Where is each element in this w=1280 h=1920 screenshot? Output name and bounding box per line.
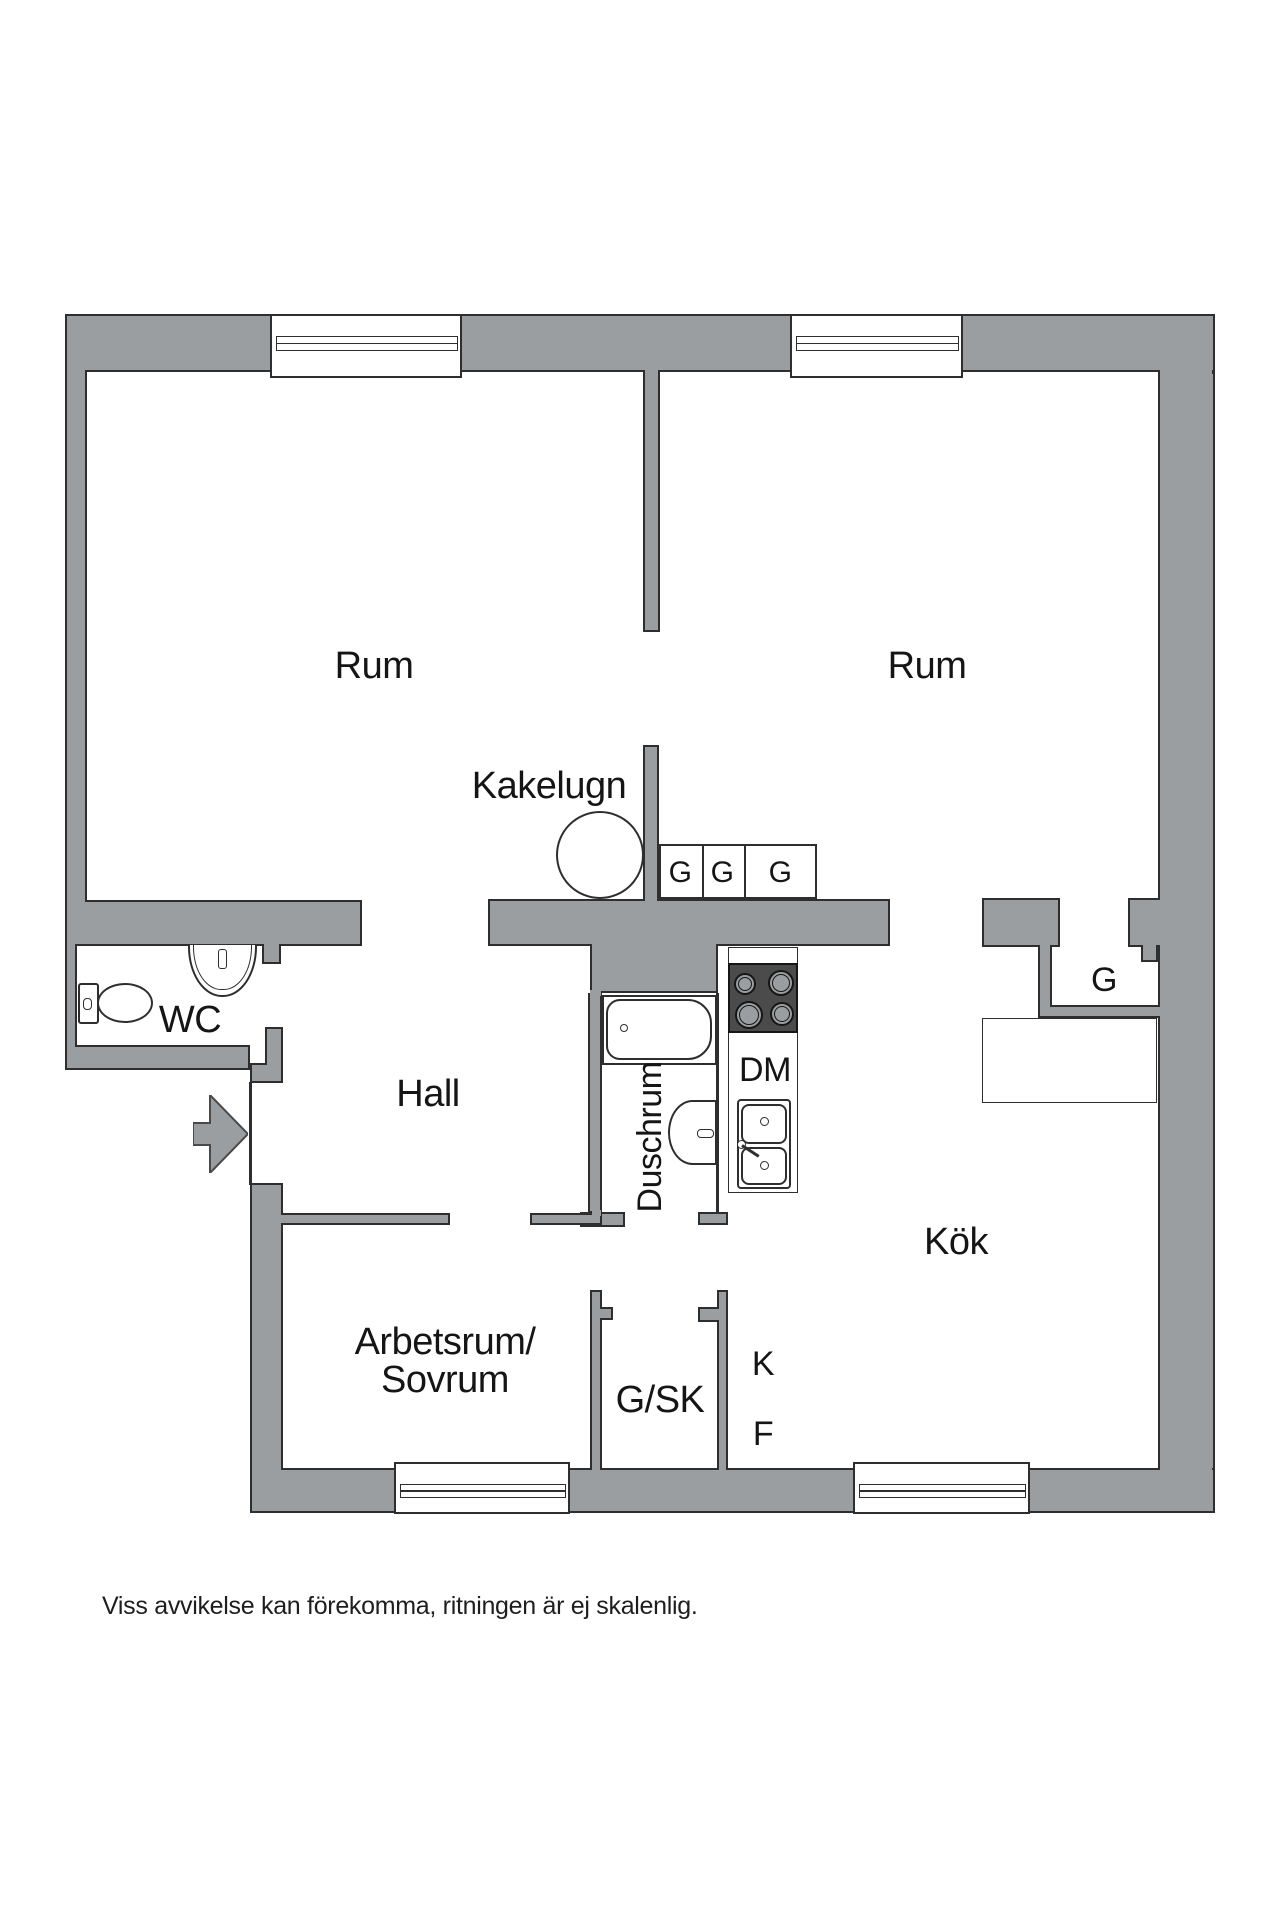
toilet-bowl: [97, 983, 153, 1023]
wall-hall-south-a: [283, 1213, 450, 1225]
entrance-arrow-icon: [193, 1095, 248, 1173]
wall-wc-bottom: [65, 1045, 250, 1070]
entry-door-line: [249, 1082, 252, 1185]
label-wardrobe-g1: G: [668, 856, 692, 889]
burner-icon: [768, 970, 794, 996]
label-wardrobe-g3: G: [768, 856, 792, 889]
label-kakelugn: Kakelugn: [471, 765, 627, 807]
wall-gcloset-south: [1052, 1005, 1158, 1018]
wc-tap-icon: [218, 949, 227, 969]
wall-duschrum-right-line: [716, 993, 719, 1213]
room-label-arbetsrum-line2: Sovrum: [381, 1359, 509, 1401]
room-label-arbetsrum-line1: Arbetsrum/: [354, 1321, 536, 1363]
label-wardrobe-g2: G: [710, 856, 734, 889]
kakelugn-stove-circle: [556, 811, 644, 899]
wall-top: [65, 314, 1215, 372]
toilet-button-icon: [83, 998, 92, 1010]
wall-wc-jamb-low: [250, 1063, 283, 1083]
window-glass: [400, 1484, 566, 1498]
disclaimer-text: Viss avvikelse kan förekomma, ritningen …: [102, 1592, 698, 1620]
room-label-wc: WC: [158, 999, 222, 1041]
drain-icon: [760, 1161, 769, 1170]
wall-middle-lower: [643, 745, 659, 899]
wall-duschrum-left: [588, 993, 602, 1213]
burner-icon: [734, 973, 756, 995]
window-top-right: [790, 314, 963, 378]
room-label-duschrum: Duschrum: [631, 1061, 669, 1213]
drain-icon: [760, 1117, 769, 1126]
room-label-kok: Kök: [924, 1221, 988, 1263]
stove-hob: [728, 963, 798, 1033]
wardrobe-divider: [702, 846, 704, 897]
burner-icon: [735, 1001, 763, 1029]
room-label-hall: Hall: [396, 1073, 460, 1115]
room-label-rum-left: Rum: [334, 645, 414, 687]
wall-duschrum-stub-right: [698, 1212, 728, 1225]
room-label-rum-right: Rum: [887, 645, 967, 687]
label-wardrobe-g-right: G: [1091, 961, 1117, 999]
wardrobe-divider: [744, 846, 746, 897]
wardrobe-unit: [659, 844, 817, 899]
drain-icon: [620, 1024, 628, 1032]
wall-gcloset-jamb: [1128, 898, 1158, 947]
wall-duschrum-top: [590, 946, 718, 993]
label-freezer-f: F: [752, 1415, 774, 1453]
wall-mid-band: [488, 899, 890, 946]
wall-left-lower: [250, 1183, 283, 1468]
window-glass: [796, 336, 959, 351]
kitchen-counter: [982, 1018, 1157, 1103]
label-fridge-k: K: [751, 1345, 775, 1383]
wall-middle-upper: [643, 372, 660, 632]
label-gsk: G/SK: [615, 1379, 705, 1421]
wall-gcloset-block: [982, 898, 1060, 947]
window-glass: [276, 336, 458, 351]
shower-tap-icon: [697, 1129, 714, 1138]
wall-hall-south-b: [530, 1213, 602, 1225]
window-glass: [859, 1484, 1026, 1498]
kitchen-sink-basin: [741, 1147, 787, 1185]
label-dishwasher-dm: DM: [739, 1051, 791, 1089]
window-bottom-right: [853, 1462, 1030, 1514]
wall-wc-left: [65, 945, 77, 1046]
wall-right: [1158, 372, 1215, 1513]
wall-left-upper: [65, 372, 87, 902]
window-top-left: [270, 314, 462, 378]
burner-icon: [770, 1002, 794, 1026]
window-bottom-left: [394, 1462, 570, 1514]
wall-wc-top: [65, 900, 362, 946]
